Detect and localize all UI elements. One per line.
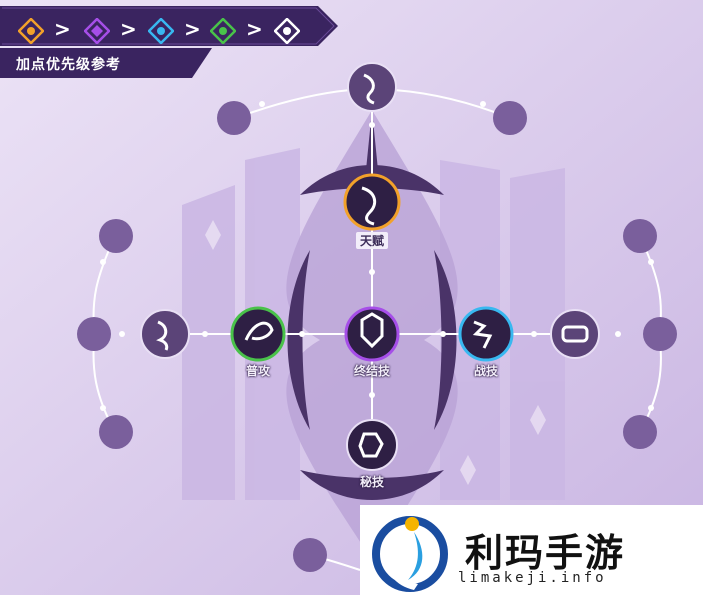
stat-node[interactable] [623,219,657,253]
technique-icon [358,432,384,458]
stat-node[interactable] [217,101,251,135]
stat-node[interactable] [77,317,111,351]
stat-node[interactable] [99,219,133,253]
talent-icon [361,186,377,226]
skill-icon [472,320,493,349]
stat-node[interactable] [293,538,327,572]
talent-label: 天赋 [355,232,389,249]
separator-arrow: > [120,17,137,41]
orange-diamond-icon [18,18,44,44]
skill-node[interactable] [458,306,514,362]
green-diamond-icon [210,18,236,44]
trace-node-right[interactable] [550,309,600,359]
separator-arrow: > [184,17,201,41]
trace-node-left[interactable] [140,309,190,359]
basic-attack-icon [244,321,274,341]
technique-node[interactable] [346,419,398,471]
ultimate-label: 终结技 [353,364,391,378]
technique-label: 秘技 [359,475,385,489]
priority-title: 加点优先级参考 [16,57,121,73]
minor-stat-nodes[interactable] [77,101,677,572]
talent-node[interactable] [343,173,401,231]
white-diamond-icon [274,18,300,44]
separator-arrow: > [54,17,71,41]
stat-node[interactable] [623,415,657,449]
ultimate-icon [360,312,384,349]
stat-node[interactable] [493,101,527,135]
connector-dots [100,101,654,411]
basic-attack-label: 普攻 [245,364,271,378]
blue-diamond-icon [148,18,174,44]
purple-diamond-icon [84,18,110,44]
stat-node[interactable] [643,317,677,351]
separator-arrow: > [246,17,263,41]
watermark-title: 利玛手游 [465,531,626,575]
trace-node-top[interactable] [347,62,397,112]
ultimate-node[interactable] [344,306,400,362]
skill-label: 战技 [473,364,499,378]
basic-attack-node[interactable] [230,306,286,362]
watermark-logo [372,516,448,592]
stat-node[interactable] [99,415,133,449]
watermark-url: limakeji.info [458,570,607,586]
